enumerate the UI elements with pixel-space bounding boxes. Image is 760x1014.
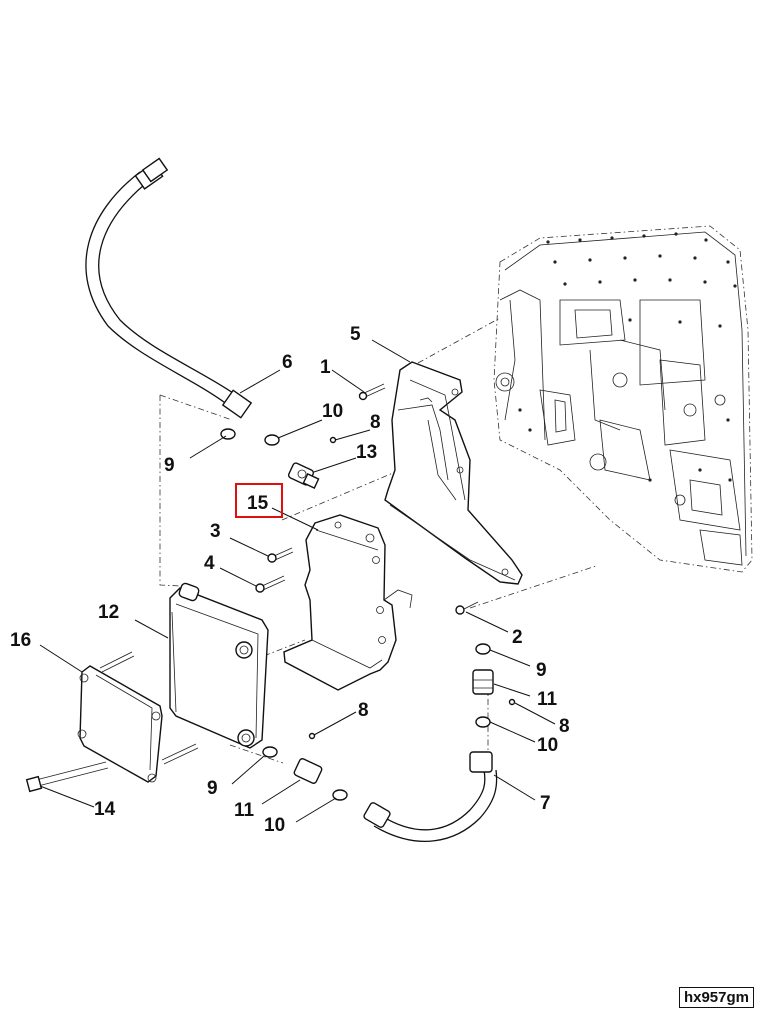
bracket-5 bbox=[384, 361, 523, 585]
oil-cooler-12 bbox=[169, 582, 269, 749]
small-parts bbox=[220, 383, 516, 801]
mounting-plate-15 bbox=[283, 514, 413, 691]
lower-hose-7 bbox=[363, 751, 498, 842]
callout-12: 12 bbox=[98, 602, 119, 623]
callout-5: 5 bbox=[350, 324, 361, 345]
callout-9-upper: 9 bbox=[164, 455, 175, 476]
callout-15: 15 bbox=[247, 493, 269, 514]
callout-10-upper: 10 bbox=[322, 401, 343, 422]
callout-7: 7 bbox=[540, 793, 551, 814]
callout-8-upper: 8 bbox=[370, 412, 381, 433]
callout-8-lower: 8 bbox=[358, 700, 369, 721]
callout-1: 1 bbox=[320, 357, 331, 378]
callout-11-right: 11 bbox=[537, 689, 558, 710]
callout-4: 4 bbox=[204, 553, 215, 574]
callout-9-right: 9 bbox=[536, 660, 547, 681]
callout-2: 2 bbox=[512, 627, 523, 648]
long-bolt-14 bbox=[25, 761, 109, 793]
callout-6: 6 bbox=[282, 352, 293, 373]
callout-8-right: 8 bbox=[559, 716, 570, 737]
callout-14: 14 bbox=[94, 799, 116, 820]
upper-hose bbox=[85, 157, 253, 419]
callout-10-lower: 10 bbox=[264, 815, 285, 836]
callout-11-lower: 11 bbox=[234, 800, 255, 821]
callout-16: 16 bbox=[10, 630, 31, 651]
leader-lines bbox=[39, 339, 556, 823]
engine-block bbox=[493, 225, 753, 573]
diagram-code: hx957gm bbox=[678, 987, 754, 1008]
highlight-box bbox=[235, 483, 283, 518]
callout-labels: 1 2 3 4 5 6 7 8 8 8 9 9 9 10 10 10 11 11… bbox=[10, 324, 570, 836]
callout-3: 3 bbox=[210, 521, 221, 542]
gasket-plate-16 bbox=[77, 651, 199, 783]
callout-9-lower: 9 bbox=[207, 778, 218, 799]
callout-13: 13 bbox=[356, 442, 377, 463]
callout-10-right: 10 bbox=[537, 735, 558, 756]
